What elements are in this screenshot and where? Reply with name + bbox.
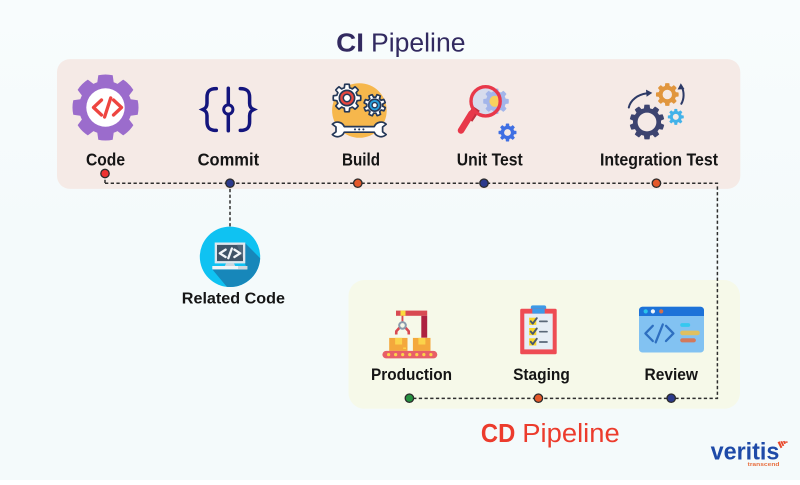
svg-text:Code: Code (86, 150, 125, 170)
svg-text:Production: Production (371, 366, 452, 384)
svg-text:Staging: Staging (513, 366, 570, 384)
svg-text:Build: Build (342, 150, 380, 170)
svg-text:Integration Test: Integration Test (600, 150, 718, 170)
svg-text:Review: Review (645, 366, 699, 384)
svg-text:Commit: Commit (198, 150, 260, 170)
svg-text:Unit Test: Unit Test (457, 150, 523, 170)
svg-text:Related Code: Related Code (182, 291, 286, 308)
svg-text:veritis: veritis (711, 440, 780, 466)
svg-text:transcend: transcend (748, 462, 780, 468)
